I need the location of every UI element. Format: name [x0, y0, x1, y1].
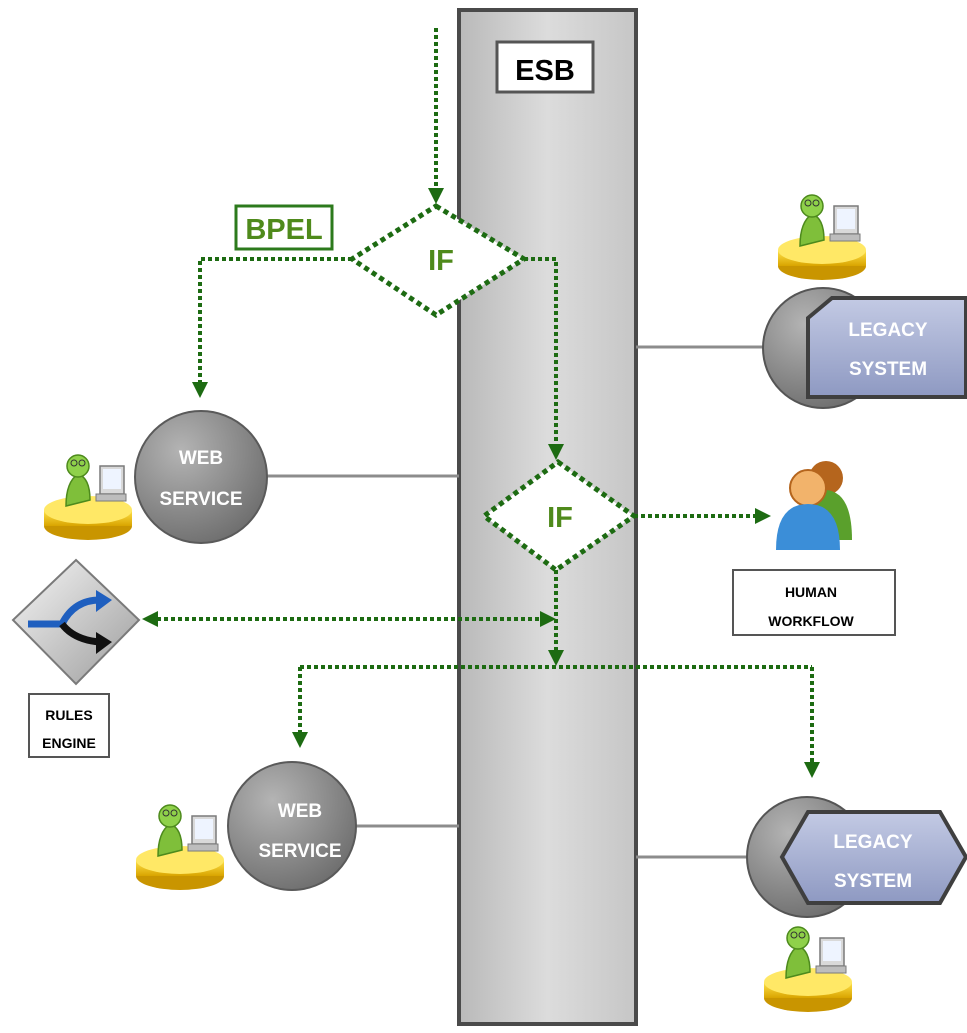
bpel-label: BPEL: [245, 214, 322, 246]
flow-if1-to-web-service: [192, 257, 352, 398]
web-service-1-line1: WEB: [179, 448, 223, 469]
decision-if-2-label: IF: [547, 502, 573, 534]
legacy-system-2: LEGACY SYSTEM: [746, 796, 967, 918]
user-icon-legacy-system-2: [763, 926, 853, 1013]
decision-if-1: IF: [347, 203, 529, 318]
web-service-2: WEB SERVICE: [227, 761, 357, 891]
rules-engine-line1: RULES: [45, 707, 92, 723]
user-icon-web-service-1: [43, 454, 133, 541]
esb-label-box: [495, 40, 595, 94]
human-workflow-line2: WORKFLOW: [768, 613, 854, 629]
legacy-system-1-line1: LEGACY: [848, 320, 928, 341]
flow-if1-to-if2: [524, 257, 564, 460]
web-service-1-line2: SERVICE: [159, 489, 242, 510]
web-service-2-line2: SERVICE: [258, 841, 341, 862]
rules-engine-box: RULES ENGINE: [28, 693, 110, 758]
bpel-box: BPEL: [234, 204, 334, 251]
web-service-2-line1: WEB: [278, 801, 322, 822]
legacy-system-2-line2: SYSTEM: [834, 871, 912, 892]
rules-engine-line2: ENGINE: [42, 735, 96, 751]
rules-engine-icon: [11, 558, 141, 686]
human-workflow-box: HUMAN WORKFLOW: [732, 569, 896, 636]
decision-if-1-label: IF: [428, 245, 454, 277]
legacy-system-1-line2: SYSTEM: [849, 359, 927, 380]
legacy-system-2-line1: LEGACY: [833, 832, 913, 853]
people-icon: [776, 461, 852, 550]
legacy-system-1: LEGACY SYSTEM: [762, 287, 967, 409]
web-service-1: WEB SERVICE: [134, 410, 268, 544]
human-workflow-line1: HUMAN: [785, 584, 837, 600]
user-icon-legacy-system-1: [777, 194, 867, 281]
esb-label: ESB: [515, 55, 575, 87]
user-icon-web-service-2: [135, 804, 225, 891]
decision-if-2: IF: [479, 458, 639, 574]
